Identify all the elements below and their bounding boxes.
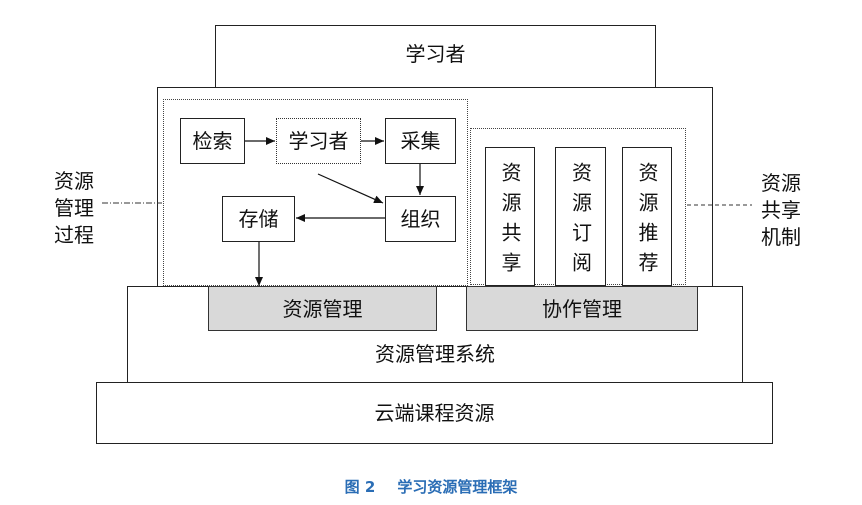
organize-box: 组织 <box>385 196 456 242</box>
sharing-side-line-3: 机制 <box>761 225 801 249</box>
process-region <box>163 99 468 286</box>
share-label: 资源共享 <box>498 161 522 282</box>
share-box: 资源共享 <box>485 147 535 286</box>
search-label: 检索 <box>192 129 233 153</box>
sharing-side-line-1: 资源 <box>761 171 801 195</box>
learner-inner-box: 学习者 <box>276 118 361 164</box>
search-box: 检索 <box>180 118 245 164</box>
subscribe-label: 资源订阅 <box>568 161 593 282</box>
cloud-resource-label: 云端课程资源 <box>374 401 495 425</box>
process-side-line-1: 资源 <box>54 169 94 193</box>
sharing-side-line-2: 共享 <box>761 198 801 222</box>
resource-system-label: 资源管理系统 <box>375 342 495 366</box>
learner-inner-label: 学习者 <box>288 129 349 153</box>
organize-label: 组织 <box>400 207 441 231</box>
collect-box: 采集 <box>385 118 456 164</box>
store-box: 存储 <box>222 196 295 242</box>
recommend-label: 资源推荐 <box>635 161 659 282</box>
subscribe-box: 资源订阅 <box>555 147 606 286</box>
resource-mgmt-box: 资源管理 <box>208 286 437 331</box>
cloud-resource-box: 云端课程资源 <box>96 382 773 444</box>
collect-label: 采集 <box>400 129 441 153</box>
caption-title: 学习资源管理框架 <box>397 478 518 496</box>
collab-mgmt-box: 协作管理 <box>466 286 698 331</box>
process-side-line-2: 管理 <box>54 196 94 220</box>
figure-caption: 图 2 学习资源管理框架 <box>0 476 862 497</box>
resource-mgmt-label: 资源管理 <box>282 296 363 321</box>
process-side-line-3: 过程 <box>54 223 94 247</box>
caption-figure-number: 图 2 <box>344 478 376 496</box>
sharing-side-label: 资源 共享 机制 <box>757 170 805 251</box>
store-label: 存储 <box>238 207 279 231</box>
recommend-box: 资源推荐 <box>622 147 672 286</box>
learner-top-label: 学习者 <box>405 41 466 66</box>
collab-mgmt-label: 协作管理 <box>542 296 622 321</box>
learner-top-box: 学习者 <box>215 25 656 88</box>
process-side-label: 资源 管理 过程 <box>50 168 98 249</box>
